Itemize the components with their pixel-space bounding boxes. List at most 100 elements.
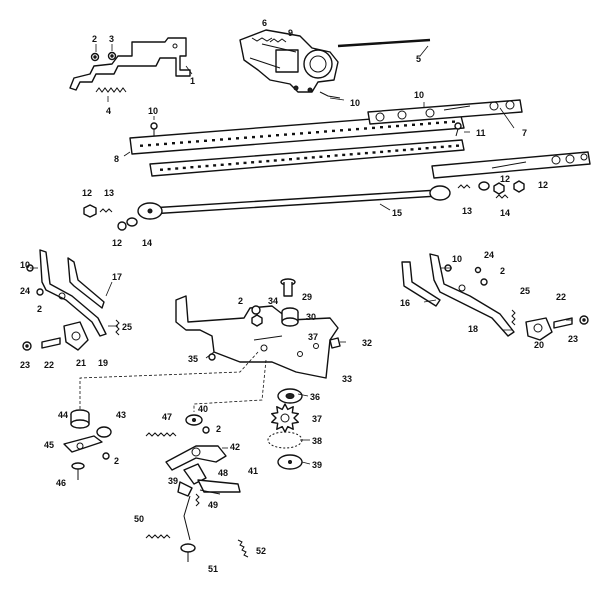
callout-16: 16 [400, 298, 410, 308]
callout-2: 2 [238, 296, 243, 306]
callout-12: 12 [82, 188, 92, 198]
callout-32: 32 [362, 338, 372, 348]
spring-47 [145, 432, 177, 437]
callout-14: 14 [142, 238, 152, 248]
callout-18: 18 [468, 324, 478, 334]
callout-9: 9 [288, 28, 293, 38]
knob-43 [96, 426, 112, 438]
callout-20: 20 [534, 340, 544, 350]
callout-1: 1 [190, 76, 195, 86]
callout-4: 4 [106, 106, 111, 116]
callout-22: 22 [556, 292, 566, 302]
leader-lines [30, 44, 572, 465]
washer-40 [185, 414, 203, 426]
mounting-plate-33 [175, 295, 339, 379]
callout-35: 35 [188, 354, 198, 364]
shaft-5 [337, 38, 431, 48]
rail-bar-7-upper [367, 99, 523, 125]
callout-8: 8 [114, 154, 119, 164]
callout-17: 17 [112, 272, 122, 282]
callout-12: 12 [538, 180, 548, 190]
callout-47: 47 [162, 412, 172, 422]
motor-assembly [239, 29, 341, 99]
callout-10: 10 [20, 260, 30, 270]
callout-2: 2 [114, 456, 119, 466]
callout-36: 36 [310, 392, 320, 402]
tie-rod-15 [137, 185, 451, 220]
callout-38: 38 [312, 436, 322, 446]
callout-33: 33 [342, 374, 352, 384]
hardware-12-13-14-right [457, 180, 525, 199]
nut-2-center [202, 426, 210, 434]
callout-39: 39 [312, 460, 322, 470]
callout-44: 44 [58, 410, 68, 420]
cam-48 [183, 463, 207, 485]
lever-45 [63, 435, 103, 453]
callout-37: 37 [312, 414, 322, 424]
washer-38 [267, 431, 303, 449]
washer-36 [277, 388, 303, 404]
stud-29 [280, 278, 296, 297]
nut-2-lower-left [102, 452, 110, 460]
hardware-12-13-14-left [83, 204, 138, 231]
nut-3-top [107, 51, 117, 61]
callout-24: 24 [484, 250, 494, 260]
callout-6: 6 [262, 18, 267, 28]
callout-25: 25 [122, 322, 132, 332]
callout-29: 29 [302, 292, 312, 302]
callout-50: 50 [134, 514, 144, 524]
callout-34: 34 [268, 296, 278, 306]
screw-11 [454, 122, 462, 137]
callout-46: 46 [56, 478, 66, 488]
callout-49: 49 [208, 500, 218, 510]
right-small-hardware [444, 264, 589, 329]
spring-4 [95, 87, 127, 93]
spring-9 [269, 38, 287, 43]
callout-10: 10 [350, 98, 360, 108]
callout-5: 5 [416, 54, 421, 64]
screw-51 [180, 543, 196, 562]
spring-52 [237, 539, 249, 558]
callout-15: 15 [392, 208, 402, 218]
star-gear-37 [271, 403, 299, 433]
callout-39: 39 [168, 476, 178, 486]
callout-25: 25 [520, 286, 530, 296]
spring-50 [145, 534, 171, 539]
hub-44 [70, 409, 90, 429]
lever-16 [401, 261, 441, 307]
callout-10: 10 [148, 106, 158, 116]
callout-labels: 1 2 3 4 6 9 5 10 10 10 7 11 8 12 13 12 1… [20, 18, 578, 574]
callout-51: 51 [208, 564, 218, 574]
callout-13: 13 [462, 206, 472, 216]
callout-2: 2 [500, 266, 505, 276]
rack-rail-8 [129, 111, 465, 177]
callout-48: 48 [218, 468, 228, 478]
stem-lower [183, 495, 191, 541]
callout-42: 42 [230, 442, 240, 452]
callout-19: 19 [98, 358, 108, 368]
callout-12: 12 [112, 238, 122, 248]
callout-37: 37 [308, 332, 318, 342]
callout-12: 12 [500, 174, 510, 184]
callout-23: 23 [568, 334, 578, 344]
callout-24: 24 [20, 286, 30, 296]
rail-bar-7-lower [431, 151, 591, 179]
callout-14: 14 [500, 208, 510, 218]
callout-45: 45 [44, 440, 54, 450]
lever-19 [39, 249, 107, 337]
callout-52: 52 [256, 546, 266, 556]
nut-34 [251, 305, 263, 327]
bushing-30 [281, 307, 299, 327]
lever-42 [165, 445, 227, 471]
callout-10: 10 [414, 90, 424, 100]
spring-49 [195, 489, 221, 507]
cam-disc-39 [277, 454, 303, 470]
plate-41 [197, 479, 241, 493]
left-small-hardware [22, 264, 120, 351]
callout-22: 22 [44, 360, 54, 370]
callout-43: 43 [116, 410, 126, 420]
callout-2: 2 [216, 424, 221, 434]
callout-21: 21 [76, 358, 86, 368]
callout-2: 2 [92, 34, 97, 44]
